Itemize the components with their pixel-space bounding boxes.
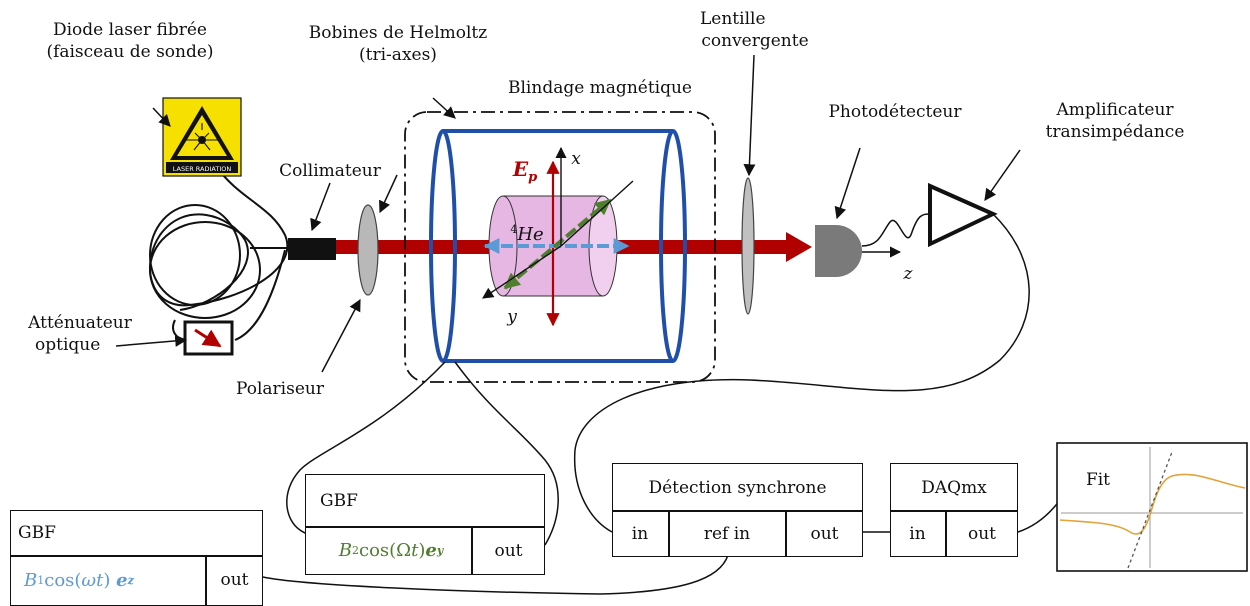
- gbf1-vec: e: [116, 569, 128, 591]
- collimator-label: Collimateur: [279, 161, 381, 181]
- laser-warning-icon: [162, 97, 242, 177]
- gbf1-b-main: B: [24, 569, 38, 591]
- gbf2-title: GBF: [320, 491, 358, 511]
- sync-out-port[interactable]: out: [810, 523, 839, 544]
- laser-sign-text: LASER RADIATION: [173, 165, 232, 173]
- daqmx-in-port[interactable]: in: [909, 523, 926, 544]
- converging-lens: [741, 177, 755, 315]
- helmholtz-label-line2: (tri-axes): [359, 45, 437, 65]
- ep-main: E: [512, 157, 529, 181]
- gbf1-divider-h: [10, 555, 263, 557]
- diode-label-line1: Diode laser fibrée: [52, 20, 207, 40]
- gbf2-b-main: B: [338, 539, 352, 561]
- helmholtz-label: Bobines de Helmoltz (tri-axes): [268, 22, 528, 66]
- gbf2-b-sub: 2: [352, 543, 359, 557]
- gbf1-b-sub: 1: [37, 573, 45, 587]
- gbf2-box: [305, 474, 545, 575]
- polarizer-label: Polariseur: [236, 379, 324, 399]
- pointer-arrows: [115, 54, 1021, 373]
- gbf1-omega-t: ωt: [81, 569, 104, 591]
- sync-divider-v1: [668, 510, 670, 556]
- fit-title: Fit: [1085, 470, 1111, 490]
- attenuator-label-line1: Atténuateur: [28, 313, 132, 333]
- attenuator: [183, 320, 234, 356]
- helium-label: 4He: [497, 219, 557, 246]
- diode-label-line2: (faisceau de sonde): [46, 42, 214, 62]
- gbf2-b-rest: cos(Ω: [359, 539, 412, 561]
- gbf1-vec-sub: z: [127, 573, 134, 587]
- axis-z-label: z: [903, 264, 913, 284]
- transimpedance-amplifier: [928, 182, 998, 248]
- daqmx-title: DAQmx: [921, 477, 987, 498]
- lens-label-line1: Lentille: [700, 9, 766, 29]
- gbf1-b-rest: cos(: [44, 569, 82, 591]
- green-field-arrow: [503, 198, 612, 290]
- daqmx-divider-h: [890, 510, 1018, 512]
- gbf2-out-port[interactable]: out: [494, 540, 523, 561]
- daqmx-out-port[interactable]: out: [967, 523, 996, 544]
- fit-line: [1127, 451, 1173, 569]
- sync-divider-v2: [785, 510, 787, 556]
- gbf2-divider-h: [305, 526, 545, 528]
- attenuator-label-line2: optique: [35, 335, 101, 355]
- diode-laser-label: Diode laser fibrée (faisceau de sonde): [20, 19, 240, 63]
- attenuator-label: Atténuateur optique: [10, 312, 150, 356]
- gbf2-close: ): [418, 539, 426, 561]
- polarizer: [357, 204, 379, 296]
- gbf2-t: t: [411, 539, 419, 561]
- helmholtz-coils: [429, 129, 687, 363]
- gbf1-divider-v: [205, 555, 207, 605]
- gbf2-divider-v: [471, 526, 473, 574]
- sync-title: Détection synchrone: [648, 477, 827, 498]
- amplifier-label-line1: Amplificateur: [1056, 100, 1174, 120]
- axis-x-label: x: [571, 149, 581, 169]
- axis-y-label: y: [507, 307, 517, 327]
- gbf1-title: GBF: [18, 523, 56, 543]
- amplifier-label-line2: transimpédance: [1045, 122, 1185, 142]
- photodetector-label: Photodétecteur: [828, 102, 962, 122]
- helmholtz-label-line1: Bobines de Helmoltz: [308, 23, 488, 43]
- fit-plot: [1056, 442, 1248, 572]
- gbf2-vec-sub: y: [436, 543, 444, 557]
- gbf2-vec: e: [425, 539, 437, 561]
- he-sup: 4: [510, 223, 518, 236]
- lens-label-line2: convergente: [701, 31, 809, 51]
- amplifier-label: Amplificateur transimpédance: [1010, 99, 1220, 143]
- magnetic-shield: [404, 111, 716, 383]
- sync-ref-in-port[interactable]: ref in: [703, 523, 751, 544]
- photodetector: [815, 225, 862, 277]
- ep-label: Ep: [505, 158, 545, 189]
- sync-divider-h: [612, 510, 863, 512]
- optical-fiber: [149, 164, 290, 341]
- sync-in-port[interactable]: in: [631, 523, 649, 544]
- shield-label: Blindage magnétique: [508, 78, 692, 98]
- lens-label: Lentille convergente: [680, 8, 830, 52]
- he-main: He: [517, 224, 544, 245]
- gbf1-out-port[interactable]: out: [220, 570, 249, 590]
- gbf1-close: ): [103, 569, 111, 591]
- signal-wires: [262, 213, 1061, 595]
- fit-curve: [1059, 473, 1246, 535]
- daqmx-divider-v: [945, 510, 947, 556]
- ep-sub: p: [528, 170, 538, 185]
- collimator: [288, 238, 336, 260]
